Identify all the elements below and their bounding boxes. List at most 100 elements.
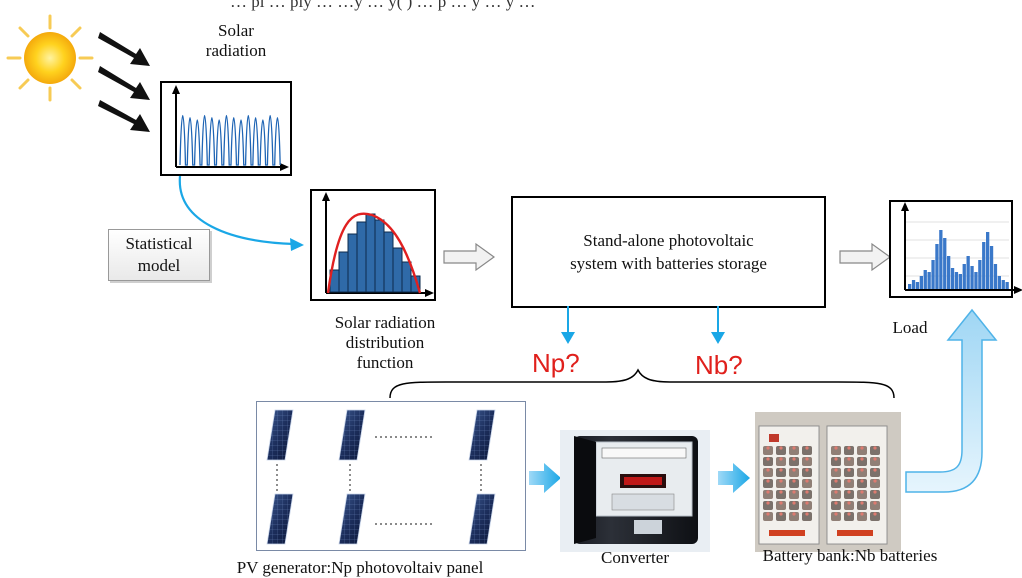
battery-cell [802,468,812,477]
load-bar [982,242,986,290]
radiation-arrow-icon [98,32,150,132]
battery-cell [789,501,799,510]
battery-cell [789,457,799,466]
load-bar [908,284,912,290]
battery-cell [776,446,786,455]
load-bar [958,274,962,290]
header-text: … pl … ply … …y … y( ) … p … y … y … [230,0,536,11]
load-bar [1005,282,1009,290]
battery-cell [802,490,812,499]
battery-cell [870,446,880,455]
flow-arrow-2 [839,242,892,272]
battery-cell [831,457,841,466]
battery-cell [789,446,799,455]
battery-cell [844,457,854,466]
battery-bank-image [755,412,901,552]
battery-cell [763,457,773,466]
battery-cell [763,512,773,521]
converter-label: Converter [601,548,669,567]
radiation-timeseries-chart [160,81,292,176]
load-bar [927,272,931,290]
system-box: Stand-alone photovoltaic system with bat… [511,196,826,308]
load-bar [993,264,998,290]
distribution-histogram [310,189,436,301]
battery-cell [763,479,773,488]
battery-cell [870,512,880,521]
np-question: Np? [532,348,580,378]
radiation-arrows [98,32,150,132]
battery-cell [763,468,773,477]
battery-cell [831,490,841,499]
converter-device-image [560,430,710,552]
load-bar [954,272,959,290]
battery-cell [870,501,880,510]
battery-cell [844,512,854,521]
statistical-model-arrow [178,175,304,251]
battery-cell [857,490,867,499]
battery-cell [802,512,812,521]
np-arrow [561,306,575,344]
statistical-model-box: Statistical model [108,229,210,281]
battery-cell [802,446,812,455]
load-chart [889,200,1022,298]
load-bar [974,272,978,290]
battery-cell [776,479,786,488]
battery-cell [870,479,880,488]
battery-cell [844,490,854,499]
battery-cell [870,457,880,466]
load-bar [966,256,970,290]
flow-arrow-1 [443,242,496,272]
histogram-bar [347,233,358,293]
battery-cell [789,490,799,499]
battery-cell [776,457,786,466]
battery-cell [844,479,854,488]
battery-cell [789,512,799,521]
battery-cell [776,501,786,510]
battery-to-load-arrow [905,308,998,493]
battery-cell [831,479,841,488]
solar-panel-icon [266,409,294,461]
distribution-label: Solar radiation distribution function [334,313,436,372]
sun-icon [6,14,94,102]
battery-cell [802,479,812,488]
load-bar [943,238,947,290]
battery-cell [857,468,867,477]
load-bar [970,266,974,290]
nb-question: Nb? [695,350,743,380]
battery-cell [844,501,854,510]
battery-cell [857,501,867,510]
battery-cell [870,490,880,499]
pv-generator-frame [256,401,526,551]
battery-cell [802,501,812,510]
converter-to-battery-arrow [718,463,750,493]
histogram-bar [392,247,403,293]
load-bar [915,282,920,290]
load-bar [962,264,966,290]
load-bar [919,276,923,290]
battery-cell [857,479,867,488]
battery-cell [789,479,799,488]
load-bar [939,230,943,290]
histogram-bar [383,231,394,293]
battery-cell [763,501,773,510]
battery-cell [776,490,786,499]
battery-cell [789,468,799,477]
load-bar [997,276,1001,290]
solar-panel-icon [338,409,366,461]
battery-bank-label: Battery bank:Nb batteries [762,546,938,565]
load-label: Load [892,318,928,337]
histogram-bar [365,213,376,293]
battery-cell [802,457,812,466]
load-bar [947,256,951,290]
battery-cell [831,446,841,455]
battery-cell [857,457,867,466]
battery-cell [844,468,854,477]
battery-cell [870,468,880,477]
solar-radiation-label: Solar radiation [205,21,267,60]
battery-cell [831,501,841,510]
load-bar [950,268,955,290]
battery-cell [831,512,841,521]
nb-arrow [711,306,725,344]
solar-panel-icon [468,493,496,545]
load-bar [978,260,982,290]
